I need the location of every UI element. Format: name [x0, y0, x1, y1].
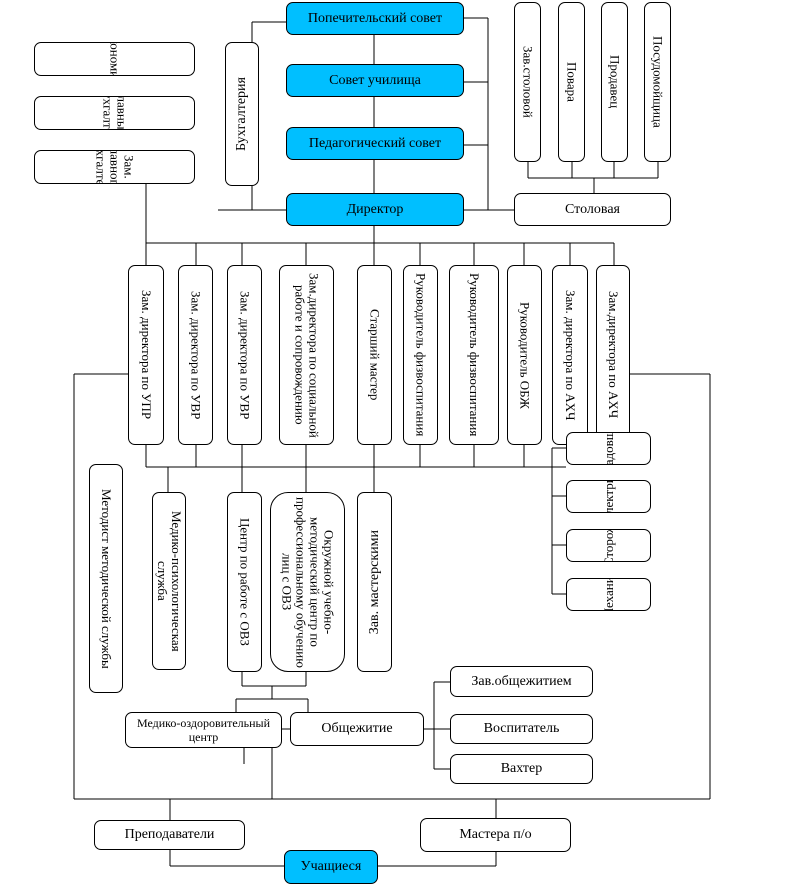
school-council-box: Совет училища [286, 64, 464, 97]
teachers-box: Преподаватели [94, 820, 245, 850]
deputy-box-3: Зам. директора по УВР [227, 265, 262, 445]
deputy-box-8: Руководитель ОБЖ [507, 265, 542, 445]
ahch-staff-label-4: Механик [600, 578, 616, 611]
deputy-box-4: Зам.директора по социальной работе и соп… [279, 265, 334, 445]
medical-center-box: Медико-оздоровительный центр [125, 712, 282, 748]
methodical-service-box: Методист методической службы [89, 464, 123, 693]
ahch-staff-box-4: Механик [566, 578, 651, 611]
teachers-label: Преподаватели [124, 827, 215, 842]
pedagogical-council-box: Педагогический совет [286, 127, 464, 160]
resource-center-label: Окружной учебно-методический центр по пр… [279, 496, 337, 668]
accounting-box: Бухгалтерия [225, 42, 259, 186]
dormitory-box: Общежитие [290, 712, 424, 746]
chief-accountant-label: Главный бухгалтер [100, 96, 130, 130]
workshops-label: Зав. мастерскими [366, 529, 382, 635]
canteen-staff-label-3: Продавец [607, 55, 623, 109]
economist-box: Экономист [34, 42, 195, 76]
canteen-staff-box-1: Зав.столовой [514, 2, 541, 162]
school-council-label: Совет училища [329, 72, 421, 88]
educator-box: Воспитатель [450, 714, 593, 744]
methodical-service-label: Методист методической службы [99, 488, 114, 669]
accountant-deputy-box: Зам. главного бухгалтера [34, 150, 195, 184]
students-box: Учащиеся [284, 850, 378, 884]
watchman-box: Вахтер [450, 754, 593, 784]
resource-center-box: Окружной учебно-методический центр по пр… [270, 492, 345, 672]
deputy-box-10: Зам.директора по АХЧ [596, 265, 630, 445]
canteen-box: Столовая [514, 193, 671, 226]
ahch-staff-box-2: Электрик [566, 480, 651, 513]
ahch-staff-label-1: Кладовщик [600, 432, 616, 465]
deputy-box-2: Зам. директора по УВР [178, 265, 213, 445]
ahch-staff-box-3: Сторож [566, 529, 651, 562]
dormitory-label: Общежитие [321, 721, 393, 736]
canteen-staff-box-4: Посудомойщица [644, 2, 671, 162]
ahch-staff-label-3: Сторож [600, 529, 616, 562]
canteen-staff-label-2: Повара [564, 62, 580, 102]
economist-label: Экономист [107, 42, 123, 76]
deputy-label-2: Зам. директора по УВР [188, 290, 204, 420]
director-box: Директор [286, 193, 464, 226]
medical-center-label: Медико-оздоровительный центр [136, 716, 271, 744]
canteen-staff-label-4: Посудомойщица [650, 36, 666, 128]
deputy-label-4: Зам.директора по социальной работе и соп… [292, 272, 322, 438]
deputy-box-6: Руководитель физвоспитания [403, 265, 438, 445]
canteen-label: Столовая [565, 201, 620, 217]
deputy-box-5: Старший мастер [357, 265, 392, 445]
deputy-box-7: Руководитель физвоспитания [449, 265, 499, 445]
accounting-label: Бухгалтерия [234, 76, 249, 152]
deputy-label-3: Зам. директора по УВР [237, 290, 253, 420]
board-of-trustees-label: Попечительский совет [307, 10, 443, 26]
dorm-head-box: Зав.общежитием [450, 666, 593, 697]
watchman-label: Вахтер [500, 761, 543, 776]
psych-service-label: Медико-психологическая служба [155, 510, 184, 652]
center-ovz-box: Центр по работе с ОВЗ [227, 492, 262, 672]
deputy-label-9: Зам. директора по АХЧ [563, 289, 578, 421]
deputy-label-6: Руководитель физвоспитания [413, 273, 429, 437]
deputy-label-1: Зам. директора по УПР [139, 290, 154, 420]
canteen-staff-box-2: Повара [558, 2, 585, 162]
board-of-trustees-box: Попечительский совет [286, 2, 464, 35]
masters-label: Мастера п/о [459, 827, 532, 842]
workshops-box: Зав. мастерскими [357, 492, 392, 672]
deputy-box-9: Зам. директора по АХЧ [552, 265, 588, 445]
canteen-staff-box-3: Продавец [601, 2, 628, 162]
dorm-head-label: Зав.общежитием [471, 673, 572, 689]
deputy-label-7: Руководитель физвоспитания [467, 273, 482, 437]
ahch-staff-box-1: Кладовщик [566, 432, 651, 465]
center-ovz-label: Центр по работе с ОВЗ [237, 518, 253, 646]
psych-service-box: Медико-психологическая служба [152, 492, 186, 670]
pedagogical-council-label: Педагогический совет [308, 135, 442, 151]
ahch-staff-label-2: Электрик [600, 480, 616, 513]
deputy-label-5: Старший мастер [367, 309, 383, 401]
deputy-box-1: Зам. директора по УПР [128, 265, 164, 445]
students-label: Учащиеся [300, 859, 362, 874]
educator-label: Воспитатель [483, 721, 560, 736]
deputy-label-10: Зам.директора по АХЧ [606, 291, 621, 419]
accountant-deputy-label: Зам. главного бухгалтера [93, 150, 137, 184]
canteen-staff-label-1: Зав.столовой [520, 46, 536, 118]
director-label: Директор [346, 201, 404, 217]
chief-accountant-box: Главный бухгалтер [34, 96, 195, 130]
deputy-label-8: Руководитель ОБЖ [517, 301, 533, 409]
masters-box: Мастера п/о [420, 818, 571, 852]
